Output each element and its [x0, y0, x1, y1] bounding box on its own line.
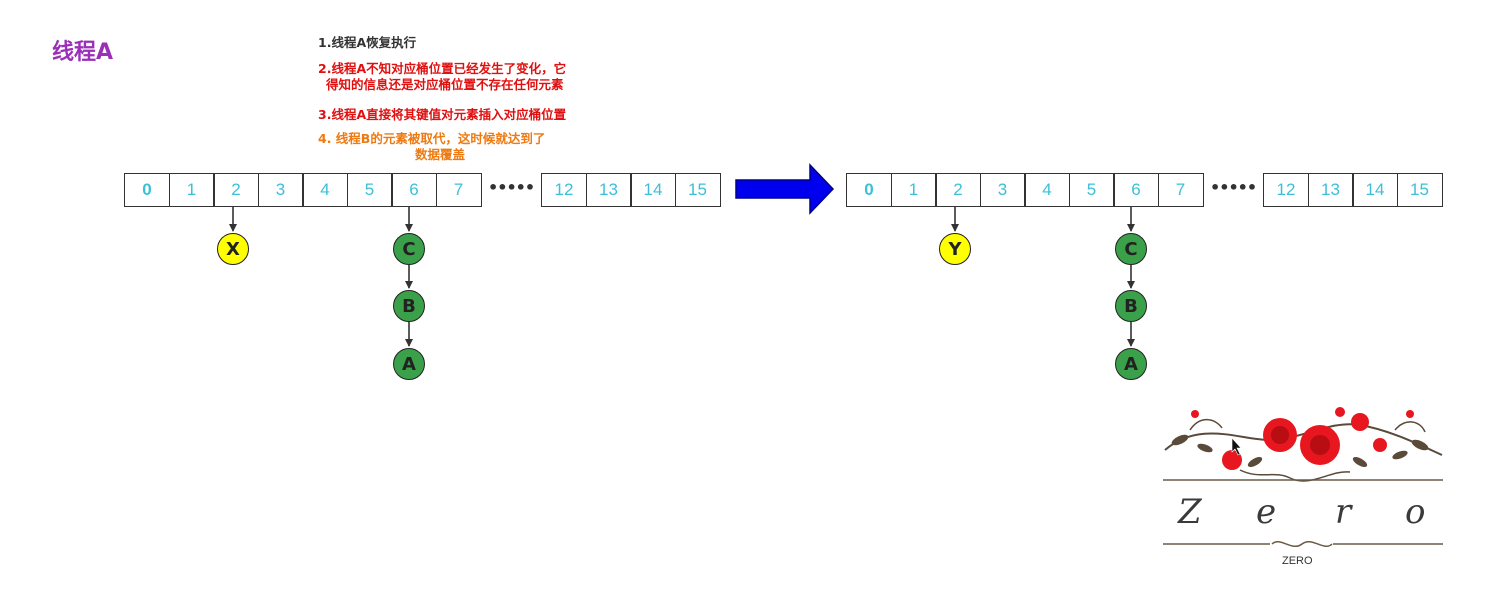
logo-flourish-icon — [1271, 541, 1333, 547]
right-bucket-6: 6 — [1113, 173, 1159, 207]
left-bucket-6: 6 — [391, 173, 437, 207]
step-2-line-2: 得知的信息还是对应桶位置不存在任何元素 — [326, 77, 564, 92]
step-2-note: 2.线程A不知对应桶位置已经发生了变化，它 得知的信息还是对应桶位置不存在任何元… — [318, 61, 566, 93]
left-ellipsis: ••••• — [488, 178, 535, 197]
step-4-note: 4. 线程B的元素被取代，这时候就达到了 数据覆盖 — [318, 131, 545, 163]
left-bucket-3: 3 — [257, 173, 304, 207]
left-node-b: B — [393, 290, 425, 322]
left-bucket-14: 14 — [630, 173, 676, 207]
left-node-c: C — [393, 233, 425, 265]
logo-letter-e: e — [1256, 492, 1277, 532]
logo-letter-r: r — [1335, 492, 1352, 532]
logo-letter-z: Z — [1178, 492, 1202, 532]
left-bucket-array-part2: 12 13 14 15 — [541, 173, 721, 207]
right-bucket-array-part1: 0 1 2 3 4 5 6 7 — [846, 173, 1204, 207]
left-bucket-1: 1 — [168, 173, 215, 207]
rose-garland-icon — [1164, 407, 1443, 482]
step-1-note: 1.线程A恢复执行 — [318, 35, 417, 50]
right-bucket-5: 5 — [1068, 173, 1115, 207]
right-bucket-12: 12 — [1263, 173, 1309, 207]
logo-letter-o: o — [1405, 492, 1426, 532]
step-2-line-1: 2.线程A不知对应桶位置已经发生了变化，它 — [318, 61, 567, 76]
page-title: 线程A — [52, 40, 114, 65]
right-bucket-array-part2: 12 13 14 15 — [1263, 173, 1443, 207]
left-bucket-15: 15 — [674, 173, 721, 207]
left-bucket-4: 4 — [302, 173, 348, 207]
right-bucket-1: 1 — [890, 173, 937, 207]
transition-arrow — [735, 163, 835, 215]
right-bucket-14: 14 — [1352, 173, 1398, 207]
left-node-a: A — [393, 348, 425, 380]
right-bucket-0: 0 — [846, 173, 892, 207]
left-bucket-2: 2 — [213, 173, 259, 207]
right-node-y: Y — [939, 233, 971, 265]
step-4-line-1: 4. 线程B的元素被取代，这时候就达到了 — [318, 131, 546, 146]
right-node-a: A — [1115, 348, 1147, 380]
left-bucket-7: 7 — [435, 173, 482, 207]
right-bucket-15: 15 — [1396, 173, 1443, 207]
left-bucket-12: 12 — [541, 173, 587, 207]
right-bucket-7: 7 — [1157, 173, 1204, 207]
left-bucket-13: 13 — [585, 173, 632, 207]
logo-caption: ZERO — [1282, 555, 1313, 567]
right-node-c: C — [1115, 233, 1147, 265]
right-ellipsis: ••••• — [1210, 178, 1257, 197]
left-node-x: X — [217, 233, 249, 265]
right-bucket-2: 2 — [935, 173, 981, 207]
mouse-cursor-icon — [1231, 437, 1242, 456]
left-bucket-0: 0 — [124, 173, 170, 207]
left-bucket-array-part1: 0 1 2 3 4 5 6 7 — [124, 173, 482, 207]
left-bucket-5: 5 — [346, 173, 393, 207]
step-4-line-2: 数据覆盖 — [415, 147, 466, 162]
right-node-b: B — [1115, 290, 1147, 322]
right-bucket-3: 3 — [979, 173, 1026, 207]
right-bucket-13: 13 — [1307, 173, 1354, 207]
step-3-note: 3.线程A直接将其键值对元素插入对应桶位置 — [318, 107, 567, 122]
right-bucket-4: 4 — [1024, 173, 1070, 207]
